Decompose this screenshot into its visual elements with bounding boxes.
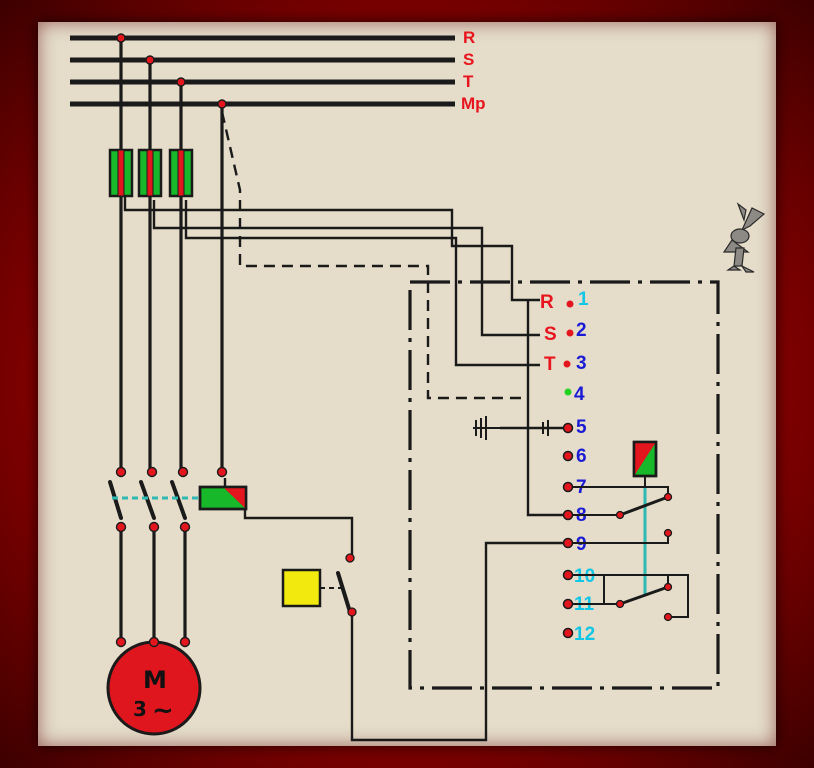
terminal-number-4: 4 [574, 384, 585, 405]
fuse-r [108, 148, 134, 198]
terminal-number-1: 1 [578, 289, 589, 310]
terminal-number-2: 2 [576, 320, 587, 341]
busbar-label-s: S [463, 50, 474, 69]
busbars [70, 35, 455, 107]
earth-ground-icon [473, 416, 549, 440]
motor-label-ac: ~ [152, 696, 174, 726]
cartoon-coyote-icon [722, 202, 766, 273]
fuse-s [137, 148, 163, 198]
terminal-number-6: 6 [576, 446, 587, 467]
control-relay [281, 553, 357, 617]
control-wires [123, 196, 568, 742]
phase-drops [119, 38, 224, 470]
terminal-number-9: 9 [576, 534, 587, 555]
terminal-screws [562, 422, 574, 639]
motor-label-m: M [143, 666, 167, 694]
busbar-label-t: T [463, 72, 474, 91]
terminal-phase-t: T [544, 354, 556, 375]
terminal-number-5: 5 [576, 417, 587, 438]
terminal-dots [563, 300, 574, 396]
terminal-number-10: 10 [574, 566, 595, 587]
motor: M 3 ~ [106, 636, 202, 736]
fuse-t [168, 148, 194, 198]
terminal-phase-s: S [544, 324, 557, 345]
terminal-phase-r: R [540, 292, 554, 313]
busbar-taps [116, 33, 227, 109]
power-lines [119, 196, 187, 640]
busbar-label-mp: Mp [461, 94, 486, 113]
main-contactor [108, 466, 248, 533]
diagram-panel [38, 22, 776, 746]
relay-box [281, 568, 322, 608]
thermal-relay [572, 440, 689, 622]
terminal-number-12: 12 [574, 624, 595, 645]
fuses [108, 148, 194, 198]
motor-label-3: 3 [133, 697, 147, 721]
terminal-box-outline [408, 280, 720, 690]
terminal-number-3: 3 [576, 353, 587, 374]
busbar-label-r: R [463, 28, 475, 47]
earth-dashed-wire [220, 111, 528, 400]
